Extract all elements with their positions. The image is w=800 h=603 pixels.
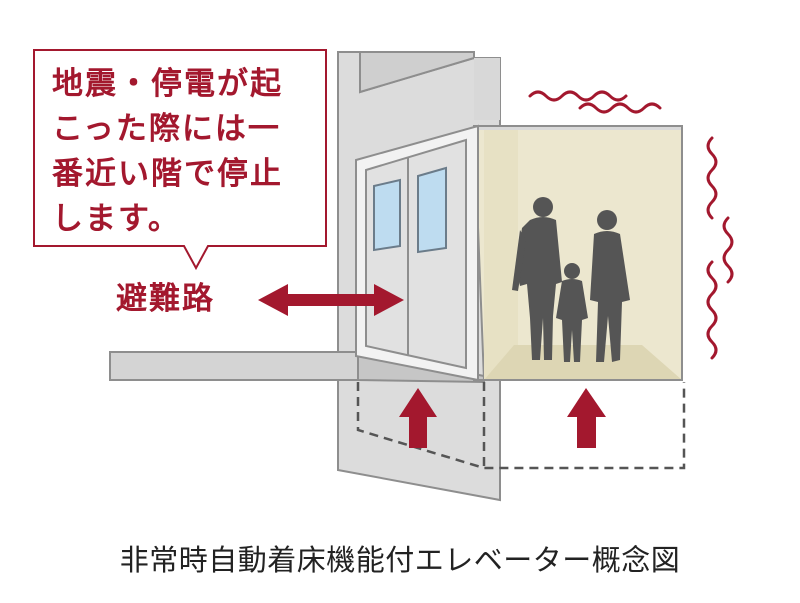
family-silhouette bbox=[512, 197, 630, 362]
vibration-wave-icon bbox=[528, 90, 734, 360]
elevator-doors bbox=[355, 124, 479, 382]
callout-bubble bbox=[33, 49, 327, 271]
up-arrow-icon bbox=[567, 388, 606, 448]
up-arrow-icon bbox=[399, 388, 437, 448]
diagram-caption: 非常時自動着床機能付エレベーター概念図 bbox=[119, 543, 681, 577]
evacuation-route-label: 避難路 bbox=[116, 281, 215, 317]
callout-text: 地震・停電が起 こった際には一 番近い階で停止 します。 bbox=[52, 66, 283, 237]
double-headed-arrow-icon bbox=[258, 284, 404, 316]
lower-shaft-outline bbox=[356, 382, 686, 470]
